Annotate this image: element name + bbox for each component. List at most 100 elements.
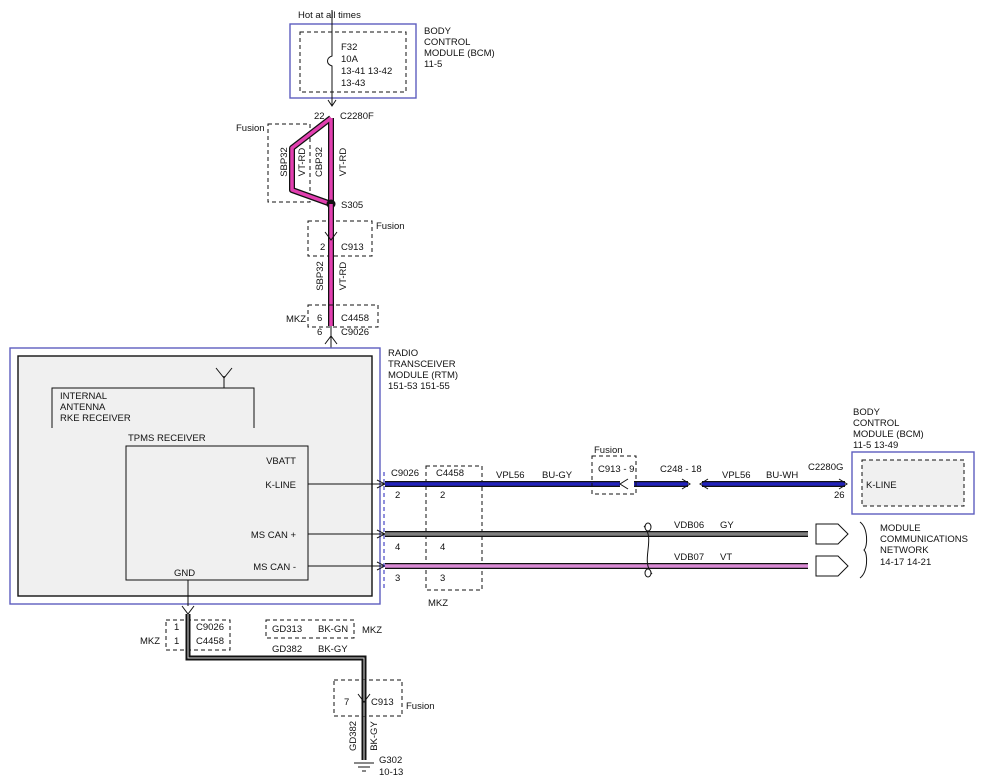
antenna-label-1: INTERNAL [60,391,107,402]
mkz-gnd-label: MKZ [140,636,160,647]
bcm-right-label-1: BODY [853,407,881,418]
c9026-top-label: C9026 [341,327,369,338]
antenna-icon [215,367,233,388]
twisted-pair-end-bottom [644,568,652,578]
bu-wh-label: BU-WH [766,470,798,481]
c9026-plus-pin: 4 [395,542,400,553]
tpms-receiver-box [125,445,309,581]
c913-gnd-arrow-icon [357,693,371,703]
antenna-label-2: ANTENNA [60,402,106,413]
network-offpage-top [815,523,849,545]
c9026-right-label: C9026 [391,468,419,479]
bcm-top-module-box [289,23,417,99]
mscan-minus-pin-label: MS CAN - [253,562,296,573]
sbp32-label: SBP32 [315,261,326,291]
network-offpage-bottom [815,555,849,577]
c4458-top-label: C4458 [341,313,369,324]
c913-gnd-pin: 7 [344,697,349,708]
c913-top-box [307,220,373,257]
bk-gy-label: BK-GY [318,644,348,655]
c2280f-pin: 22 [314,111,325,122]
c913-pin: 2 [320,242,325,253]
c9026-arrow-icon [324,335,338,345]
c4458-gnd-label: C4458 [196,636,224,647]
bcm-right-label-2: CONTROL [853,418,899,429]
network-brace [859,521,868,579]
bk-gn-label: BK-GN [318,624,348,635]
c9026-gnd-pin: 1 [174,622,179,633]
rtm-label-1: RADIO [388,348,418,359]
vdb06-label: VDB06 [674,520,704,531]
c2280g-pin-26: 26 [834,490,845,501]
gd382-label: GD382 [272,644,302,655]
network-refs: 14-17 14-21 [880,557,931,568]
bcm-top-ref: 11-5 [424,59,442,70]
bcm-right-kline-label: K-LINE [866,480,897,491]
bcm-fuse-area [299,31,407,93]
ground-symbol-icon [354,762,374,772]
c4458-kline-pin: 2 [440,490,445,501]
c913-connector-arrow-icon [619,478,629,490]
fuse-rating: 10A [341,54,359,65]
c9026-top-pin: 6 [317,327,322,338]
gd313-label: GD313 [272,624,302,635]
c9026-kline-pin: 2 [395,490,400,501]
c2280f-connector: C2280F [340,111,374,122]
rtm-refs: 151-53 151-55 [388,381,450,392]
vtrd-label: VT-RD [338,262,349,291]
bcm-right-refs: 11-5 13-49 [853,440,898,451]
fusion-label-1: Fusion [236,123,265,134]
c4458-minus-pin: 3 [440,573,445,584]
cbp32-label: CBP32 [314,147,325,177]
down-arrow-icon [327,99,337,107]
gnd-pin-label: GND [174,568,195,579]
bcm-top-label-1: BODY [424,26,452,37]
c913-gnd-box [333,679,403,717]
bcm-right-inner-box [861,459,965,507]
g302-label: G302 [379,755,402,766]
c2280g-label: C2280G [808,462,843,473]
splice-wire-vt-rd [290,116,333,206]
vt-label: VT [720,552,732,563]
antenna-bracket [51,387,255,428]
vbatt-pin-label: VBATT [266,456,296,467]
gd382-vertical-label: GD382 [348,721,359,751]
c248-left-arrow-icon [681,478,691,490]
fuse-refs-2: 13-43 [341,78,365,89]
antenna-label-3: RKE RECEIVER [60,413,131,424]
c913-gnd-label: C913 [371,697,394,708]
c9026-minus-pin: 3 [395,573,400,584]
fuse-f32-symbol [327,10,333,105]
mkz-top-label: MKZ [286,314,306,325]
c4458-right-box [425,465,483,591]
mscan-plus-pin-label: MS CAN + [251,530,297,541]
bu-gy-label: BU-GY [542,470,573,481]
c913-label: C913 [341,242,364,253]
hot-at-all-times-label: Hot at all times [298,10,361,21]
c4458-top-box [307,304,379,328]
fusion-splice-box [267,123,311,203]
c913-right-box [591,455,637,495]
c4458-gnd-box [165,619,231,651]
c4458-plus-pin: 4 [440,542,445,553]
c2280g-arrow-icon [838,478,848,490]
vpl56-left-label: VPL56 [496,470,525,481]
network-label-2: COMMUNICATIONS [880,534,968,545]
s305-label: S305 [341,200,363,211]
gd313-box [265,619,355,639]
c913-arrow-icon [324,231,338,241]
fusion-gnd-label: Fusion [406,701,435,712]
network-label-1: MODULE [880,523,921,534]
c4458-gnd-pin: 1 [174,636,179,647]
c4458-right-label: C4458 [436,468,464,479]
network-label-3: NETWORK [880,545,929,556]
bcm-top-label-2: CONTROL [424,37,470,48]
mkz-gd313-label: MKZ [362,625,382,636]
tpms-receiver-label: TPMS RECEIVER [128,433,206,444]
rtm-label-3: MODULE (RTM) [388,370,458,381]
kline-pin-label: K-LINE [265,480,296,491]
bk-gy-vertical-label: BK-GY [369,721,380,751]
gy-label: GY [720,520,734,531]
fusion-label-2: Fusion [376,221,405,232]
